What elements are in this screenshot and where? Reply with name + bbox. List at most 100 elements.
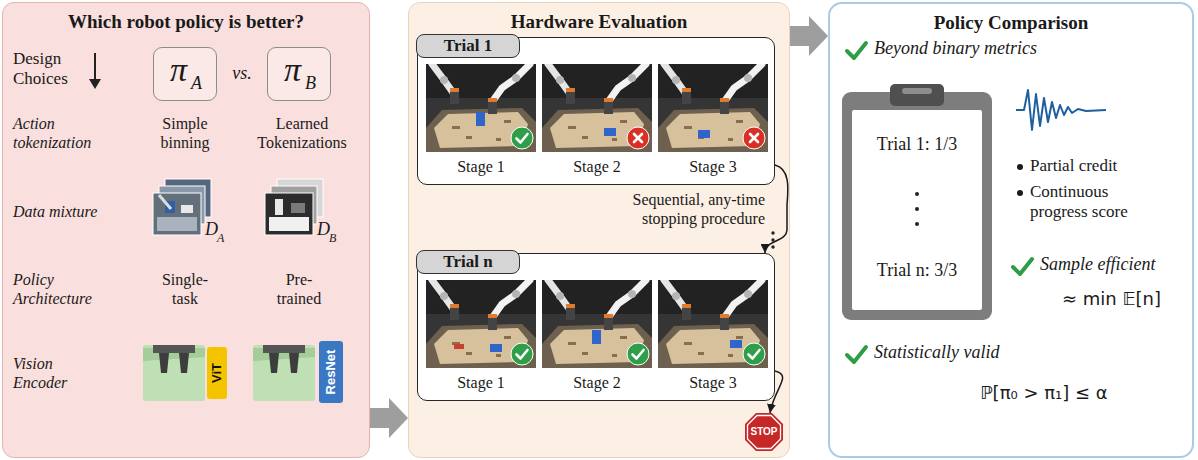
policy-box: πA (153, 47, 217, 101)
table-cell: Pre-trained (267, 271, 331, 309)
illustration-use (511, 343, 533, 365)
illustration-circle (771, 238, 774, 241)
stage-label: Stage 1 (431, 158, 531, 177)
table-cell: Single-task (153, 271, 217, 309)
illustration-rect (852, 110, 982, 310)
resnet-tag (319, 341, 343, 403)
policy-box: πB (267, 47, 331, 101)
illustration-circle (771, 245, 774, 248)
illustration-circle (915, 192, 919, 196)
illustration-polygon (269, 353, 279, 373)
illustration-rect (165, 201, 175, 213)
clipboard-shape (842, 84, 992, 320)
stage-photo (658, 280, 768, 368)
dataset-symbol: D (317, 219, 330, 240)
property-heading: Statistically valid (874, 342, 999, 363)
row-label: Vision Encoder (13, 355, 97, 393)
dataset-subscript: B (329, 231, 336, 245)
illustration-line (94, 53, 96, 81)
choices-panel: Which robot policy is better?πAπBDesign … (2, 2, 370, 458)
illustration-rect (157, 217, 197, 231)
illustration-rect (476, 112, 485, 126)
illustration-rect (698, 130, 710, 138)
illustration-polygon (289, 353, 299, 373)
trial-box: Trial n Stage 1 Stage 2 Stage 3 (417, 253, 775, 401)
connector (370, 398, 408, 438)
panel-title: Hardware Evaluation (409, 11, 789, 33)
illustration-path (253, 348, 315, 361)
illustration-rect (902, 88, 932, 94)
stage-label: Stage 3 (663, 158, 763, 177)
illustration-use (743, 127, 765, 149)
property-heading: Sample efficient (1040, 254, 1155, 275)
illustration-polygon (179, 353, 189, 373)
illustration-path (143, 348, 205, 361)
illustration-circle (1017, 164, 1023, 170)
formula: ≈ min 𝔼[n] (1062, 288, 1161, 309)
illustration-rect (153, 345, 195, 353)
policy-symbol: π (170, 50, 187, 90)
trial-score: Trial 1: 1/3 (852, 134, 982, 155)
procedure-note: Sequential, any-time stopping procedure (595, 191, 765, 229)
encoder-tag: ResNet (322, 341, 340, 403)
illustration-use (426, 280, 536, 368)
illustration-rect (269, 217, 309, 231)
down-arrow (89, 53, 101, 89)
bullet-item: Continuous progress score (1030, 182, 1160, 222)
check-mark (1013, 259, 1032, 274)
illustration-rect (165, 179, 211, 217)
vision-image-b (253, 345, 315, 401)
illustration-use (627, 343, 649, 365)
illustration-rect (890, 84, 944, 106)
continuation-dots (771, 231, 774, 248)
check-mark (847, 347, 866, 362)
illustration-rect (271, 186, 317, 224)
illustration-polygon (159, 353, 169, 373)
dataset-symbol: D (205, 219, 218, 240)
illustration-rect (490, 344, 502, 352)
encoder-tag: ViT (208, 345, 226, 401)
versus-label: vs. (219, 63, 265, 84)
illustration-rect (181, 205, 193, 213)
illustration-path (847, 347, 866, 362)
trial-tab: Trial n (416, 250, 520, 274)
illustration-rect (153, 193, 201, 235)
stage-photo (658, 64, 768, 152)
illustration-use (542, 64, 652, 152)
illustration-use (658, 64, 768, 152)
stage-photo (426, 64, 536, 152)
continuation-dots (915, 192, 919, 226)
dataset-a-thumbnails (153, 179, 211, 235)
illustration-rect (253, 345, 315, 401)
stage-label: Stage 3 (663, 374, 763, 393)
panel-title: Policy Comparison (830, 12, 1192, 34)
illustration-rect (592, 330, 601, 344)
dataset-subscript: A (217, 231, 224, 245)
illustration-rect (454, 344, 464, 349)
row-label: Action tokenization (13, 115, 117, 153)
stage-label: Stage 2 (547, 158, 647, 177)
panel-title: Which robot policy is better? (3, 11, 369, 33)
illustration-rect (143, 345, 205, 401)
stage-label: Stage 1 (431, 374, 531, 393)
axis-label: Design Choices (13, 49, 85, 89)
stage-photo (542, 64, 652, 152)
row-label: Policy Architecture (13, 271, 117, 309)
stop-sign: STOP (745, 413, 783, 451)
clipboard: Trial 1: 1/3Trial n: 3/3 (842, 84, 992, 320)
illustration-path (847, 43, 866, 58)
trial-tab: Trial 1 (416, 34, 520, 58)
illustration-polygon (745, 413, 783, 451)
stage-photo (542, 280, 652, 368)
connector (790, 16, 828, 56)
stage-label: Stage 2 (547, 374, 647, 393)
illustration-rect (604, 128, 616, 136)
table-cell: Simple binning (145, 115, 225, 153)
vision-image-a (143, 345, 205, 401)
bullet-dots (1017, 164, 1023, 196)
bullet-item: Partial credit (1030, 156, 1117, 176)
illustration-circle (1017, 190, 1023, 196)
illustration-rect (277, 179, 323, 217)
illustration-use (658, 280, 768, 368)
policy-subscript: A (191, 73, 202, 94)
